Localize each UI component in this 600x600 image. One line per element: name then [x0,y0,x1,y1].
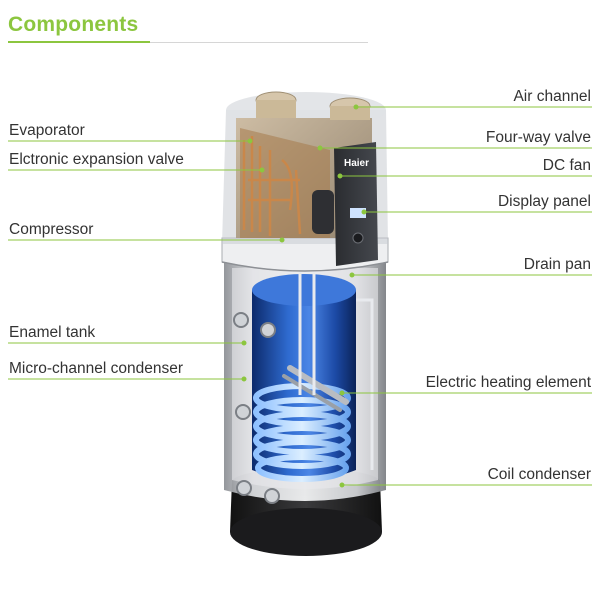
label-four-way-valve: Four-way valve [485,129,591,146]
label-micro-channel-condenser: Micro-channel condenser [9,360,184,377]
label-evaporator: Evaporator [9,122,85,139]
label-electric-heating-element: Electric heating element [425,374,591,391]
title-accent-bar [8,41,150,43]
label-enamel-tank: Enamel tank [9,324,96,341]
label-coil-condenser: Coil condenser [487,466,591,483]
label-dc-fan: DC fan [542,157,591,174]
leader-lines [8,104,592,488]
display-panel-shape: Haier [334,142,378,266]
label-display-panel: Display panel [497,193,591,210]
page-title: Components [8,13,139,36]
title-divider [8,42,368,43]
air-channel-pipes [255,91,371,120]
brand-logo: Haier [344,158,369,169]
label-drain-pan: Drain pan [523,256,591,273]
label-compressor: Compressor [9,221,94,238]
internal-pipes [298,262,374,470]
label-air-channel: Air channel [513,88,591,105]
pipe-fittings [233,312,280,504]
label-expansion-valve: Elctronic expansion valve [9,151,184,168]
